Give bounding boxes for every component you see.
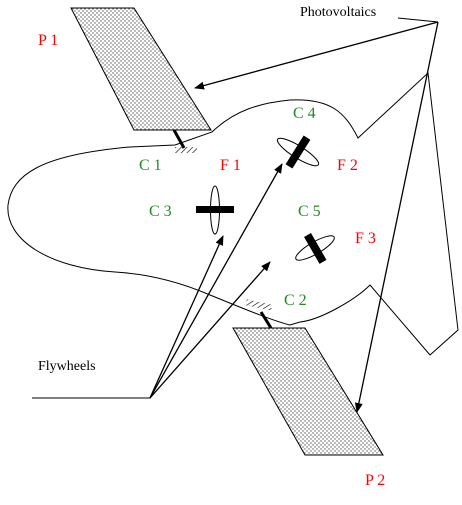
label-photovoltaics: Photovoltaics <box>300 5 376 20</box>
panel-mount-p1 <box>172 129 186 149</box>
solar-panel-p2 <box>232 327 384 456</box>
label-c2: C 2 <box>284 292 307 309</box>
label-p1: P 1 <box>38 32 58 49</box>
spacecraft-body-outline <box>7 71 459 356</box>
panel-mount-p2 <box>259 311 273 329</box>
flywheels-arrow-c4 <box>149 163 283 399</box>
label-f2: F 2 <box>337 157 358 174</box>
flywheels-arrow-c5 <box>149 261 271 399</box>
mount-hatch-c2 <box>245 299 273 311</box>
flywheel-c4 <box>276 135 320 169</box>
mount-hatch-c1 <box>175 147 197 153</box>
label-c1: C 1 <box>139 157 162 174</box>
label-p2: P 2 <box>365 472 385 489</box>
label-flywheels: Flywheels <box>38 359 96 374</box>
flywheel-c3 <box>196 185 234 235</box>
label-c5: C 5 <box>298 203 321 220</box>
label-f3: F 3 <box>355 230 376 247</box>
photovoltaics-leader <box>397 17 439 23</box>
label-c4: C 4 <box>293 105 316 122</box>
flywheels-arrow-c3 <box>149 235 224 399</box>
photovoltaics-arrow-p1 <box>194 21 439 90</box>
flywheel-c5 <box>295 233 335 264</box>
photovoltaics-arrow-p2 <box>354 21 439 413</box>
label-c3: C 3 <box>149 203 172 220</box>
solar-panel-p1 <box>70 7 212 131</box>
label-f1: F 1 <box>220 157 241 174</box>
